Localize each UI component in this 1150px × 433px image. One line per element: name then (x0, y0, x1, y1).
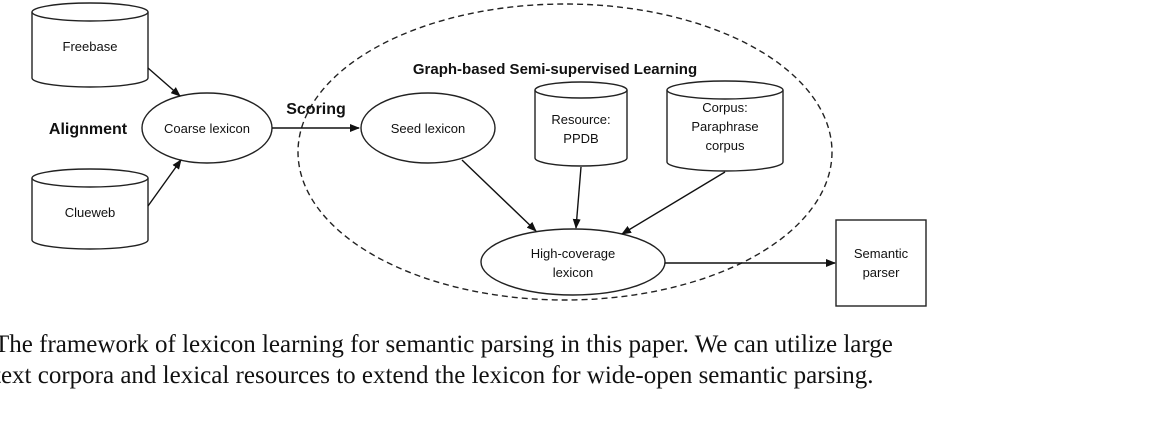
seed-lexicon-node (360, 92, 496, 164)
semantic-parser-label-line1: Semantic (854, 246, 909, 261)
clueweb-label: Clueweb (65, 205, 116, 220)
framework-diagram: Graph-based Semi-supervised Learning Fre… (31, 2, 927, 307)
high-coverage-label-line2: lexicon (553, 265, 593, 280)
scoring-label: Scoring (286, 101, 346, 118)
seed-lexicon-label: Seed lexicon (391, 121, 465, 136)
freebase-database: Freebase (31, 2, 149, 88)
graph-ssl-group-title: Graph-based Semi-supervised Learning (413, 61, 697, 78)
high-coverage-label-line1: High-coverage (531, 246, 616, 261)
caption-line-2: text corpora and lexical resources to ex… (0, 362, 874, 389)
corpus-label-line2: Paraphrase (691, 119, 758, 134)
ppdb-label-line2: PPDB (563, 131, 598, 146)
arrow-corpus-to-high-coverage (621, 171, 726, 235)
paraphrase-corpus-database: Corpus: Paraphrase corpus (666, 80, 784, 172)
graph-ssl-group-boundary (297, 3, 833, 301)
ppdb-resource-database: Resource: PPDB (534, 81, 628, 167)
arrow-ppdb-to-high-coverage (572, 166, 582, 229)
arrow-seed-to-high-coverage (461, 159, 537, 232)
semantic-parser-label-line2: parser (863, 265, 901, 280)
freebase-label: Freebase (63, 39, 118, 54)
arrow-clueweb-to-coarse (147, 159, 182, 207)
alignment-label: Alignment (49, 121, 128, 138)
ppdb-label-line1: Resource: (551, 112, 610, 127)
caption-line-1: The framework of lexicon learning for se… (0, 331, 893, 358)
corpus-label-line3: corpus (705, 138, 745, 153)
clueweb-database: Clueweb (31, 168, 149, 250)
arrow-freebase-to-coarse (147, 67, 181, 97)
semantic-parser-node (835, 219, 927, 307)
high-coverage-lexicon-node (480, 228, 666, 296)
figure-caption: The framework of lexicon learning for se… (0, 329, 1150, 391)
coarse-lexicon-label: Coarse lexicon (164, 121, 250, 136)
corpus-label-line1: Corpus: (702, 100, 748, 115)
